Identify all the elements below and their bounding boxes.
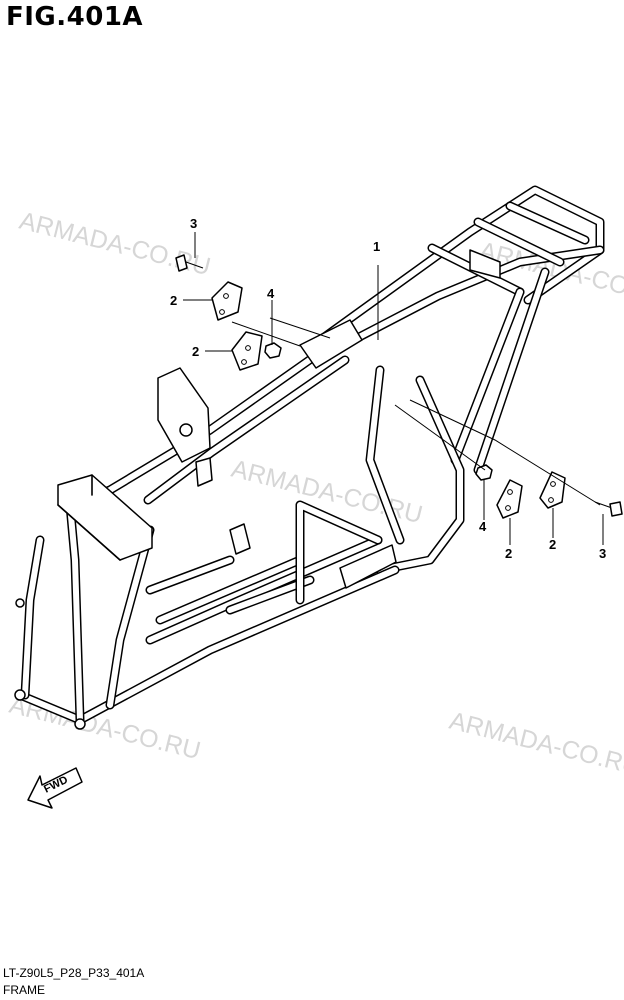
callout-bracket-left-upper: 2 — [170, 293, 177, 308]
callout-bracket-right-b: 2 — [549, 537, 556, 552]
fwd-arrow: FWD — [27, 767, 83, 809]
nut-left-part — [264, 342, 282, 359]
left-parts — [175, 232, 331, 371]
callout-bolt-right: 3 — [599, 546, 606, 561]
callouts: 1 3 2 4 2 4 2 2 3 — [170, 216, 606, 561]
bolt-left-part — [175, 254, 188, 272]
bracket-right-a-part — [496, 479, 523, 519]
watermark-5: ARMADA-CO.RU — [447, 707, 624, 782]
bolt-right-part — [609, 501, 623, 517]
nut-right-part — [475, 464, 493, 481]
bracket-left-upper-part — [211, 281, 243, 321]
callout-frame: 1 — [373, 239, 380, 254]
callout-nut-right: 4 — [479, 519, 487, 534]
callout-bracket-right-a: 2 — [505, 546, 512, 561]
bracket-left-lower-part — [231, 331, 263, 371]
diagram-name: FRAME — [3, 983, 45, 997]
callout-nut-left: 4 — [267, 286, 275, 301]
right-parts — [377, 265, 623, 545]
callout-bracket-left-lower: 2 — [192, 344, 199, 359]
figure-title: FIG.401A — [6, 2, 144, 32]
watermark-1: ARMADA-CO.RU — [17, 207, 214, 282]
diagram-code: LT-Z90L5_P28_P33_401A — [3, 966, 145, 980]
bracket-right-b-part — [539, 471, 566, 509]
callout-bolt-left: 3 — [190, 216, 197, 231]
main-frame — [14, 185, 605, 730]
